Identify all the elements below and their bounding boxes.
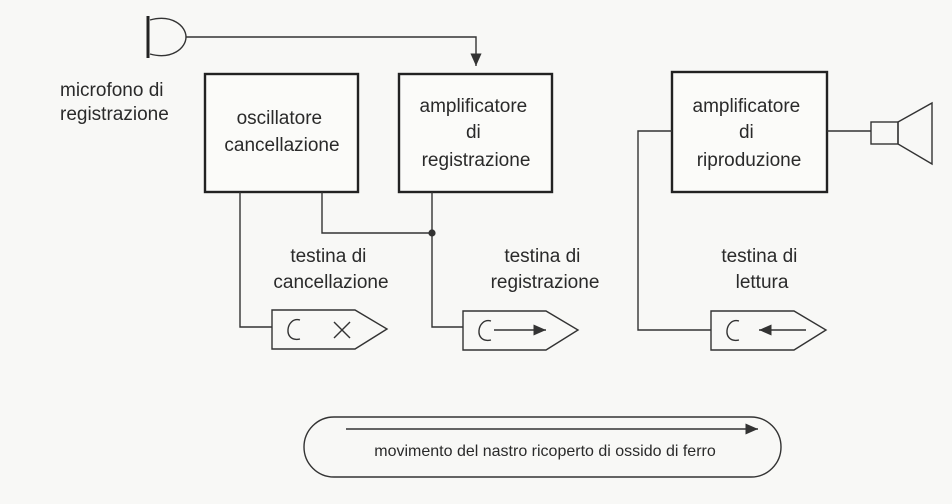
- microphone-label: microfono di registrazione: [60, 80, 169, 125]
- oscillator-box: oscillatore cancellazione: [203, 72, 360, 194]
- microphone-cable: [186, 36, 482, 66]
- read-head: [710, 310, 828, 351]
- read-head-label: testina di lettura: [721, 246, 802, 293]
- read-head-wiring: [637, 130, 711, 331]
- microphone-icon: [146, 16, 187, 58]
- erase-head-label: testina di cancellazione: [273, 246, 388, 293]
- record-amplifier-box: amplificatore di registrazione: [397, 72, 554, 194]
- record-head: [462, 310, 580, 351]
- svg-text:amplificatore di r: amplificatore di registrazione: [420, 96, 533, 171]
- tape-caption: movimento del nastro ricoperto di ossido…: [374, 443, 716, 460]
- erase-head-wiring: [239, 192, 272, 328]
- record-head-wiring: [431, 192, 463, 328]
- tape: movimento del nastro ricoperto di ossido…: [303, 416, 782, 478]
- playback-amplifier-box: amplificatore di riproduzione: [670, 70, 829, 194]
- erase-head: [271, 309, 389, 350]
- svg-text:oscillatore cancellazion: oscillatore cancellazione: [224, 108, 339, 156]
- record-head-label: testina di registrazione: [491, 246, 600, 293]
- speaker-icon: [827, 101, 933, 166]
- svg-text:amplificatore di r: amplificatore di riproduzione: [693, 96, 806, 171]
- bias-wiring: [321, 192, 436, 237]
